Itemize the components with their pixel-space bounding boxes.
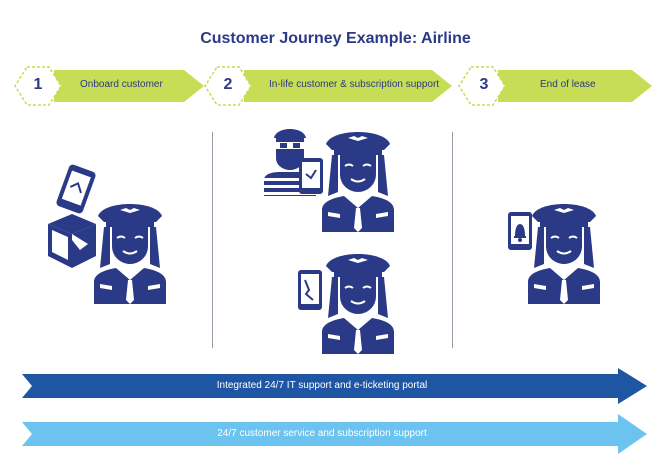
- pilot-icon: [90, 194, 170, 304]
- stage-3-number: 3: [479, 76, 489, 93]
- pilot-icon: [524, 194, 604, 304]
- stage-2-arrow: [204, 66, 452, 106]
- box-icon: [48, 214, 96, 268]
- column-divider-1: [212, 132, 213, 348]
- stage-3-label: End of lease: [540, 79, 596, 90]
- stage-2-label: In-life customer & subscription support: [269, 79, 440, 90]
- column-divider-2: [452, 132, 453, 348]
- customer-service-band-label: 24/7 customer service and subscription s…: [217, 428, 427, 439]
- stage-2: 2 In-life customer & subscription suppor…: [204, 64, 454, 108]
- stage-1-number: 1: [33, 76, 43, 93]
- stage-1: 1 Onboard customer: [14, 64, 204, 108]
- stage-3-arrow: [458, 66, 652, 106]
- customer-service-band: 24/7 customer service and subscription s…: [22, 414, 647, 454]
- diagram-title: Customer Journey Example: Airline: [200, 30, 471, 47]
- stage-1-label: Onboard customer: [80, 79, 163, 90]
- it-support-band-label: Integrated 24/7 IT support and e-ticketi…: [216, 380, 428, 391]
- stage-1-arrow: [14, 66, 204, 106]
- it-support-band: Integrated 24/7 IT support and e-ticketi…: [22, 368, 647, 404]
- pilot-icon: [318, 244, 398, 354]
- pilot-icon: [318, 122, 398, 232]
- tablet-icon: [299, 158, 323, 194]
- stage-3: 3 End of lease: [458, 64, 654, 108]
- tablet-icon: [56, 164, 96, 214]
- alarm-bell-icon: [508, 212, 532, 250]
- stage-2-number: 2: [223, 76, 233, 93]
- crack-screen-icon: [298, 270, 322, 310]
